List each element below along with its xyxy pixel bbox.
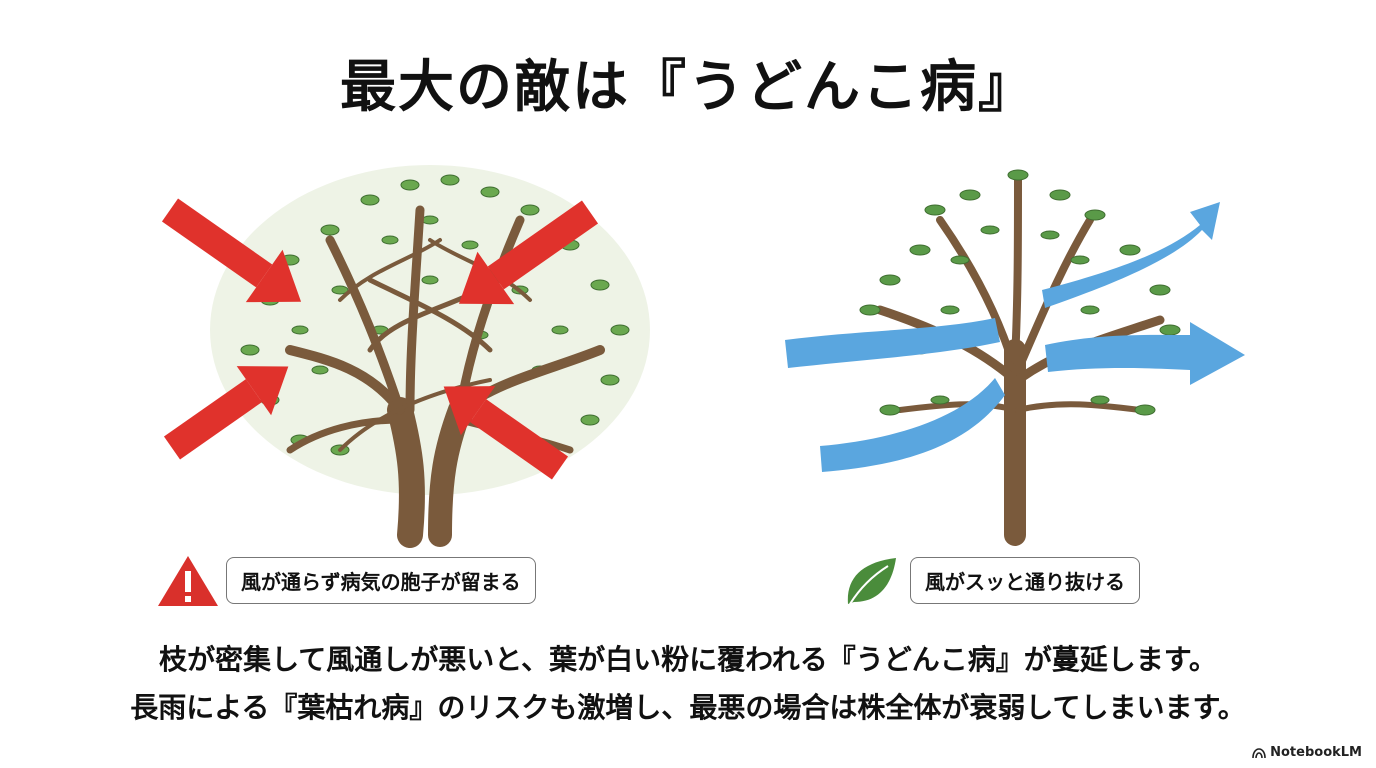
dense-tree-illustration bbox=[140, 150, 700, 550]
dense-tree-trunk bbox=[285, 205, 605, 548]
left-caption-row: 風が通らず病気の胞子が留まる bbox=[156, 552, 536, 608]
explanation-text: 枝が密集して風通しが悪いと、葉が白い粉に覆われる『うどんこ病』が蔓延します。 長… bbox=[0, 636, 1376, 732]
leaf-icon bbox=[847, 558, 896, 605]
brand-label: NotebookLM bbox=[1270, 745, 1362, 760]
right-caption: 風がスッと通り抜ける bbox=[910, 556, 1140, 604]
blue-wind-arrows bbox=[785, 202, 1245, 472]
open-tree-illustration bbox=[760, 150, 1320, 550]
right-caption-row: 風がスッと通り抜ける bbox=[840, 552, 1140, 608]
brand-watermark: NotebookLM bbox=[1252, 745, 1362, 760]
warning-icon bbox=[158, 556, 218, 606]
left-caption: 風が通らず病気の胞子が留まる bbox=[226, 556, 536, 604]
page-title: 最大の敵は『うどんこ病』 bbox=[340, 54, 1036, 120]
explanation-line-1: 枝が密集して風通しが悪いと、葉が白い粉に覆われる『うどんこ病』が蔓延します。 bbox=[159, 643, 1217, 676]
explanation-line-2: 長雨による『葉枯れ病』のリスクも激増し、最悪の場合は株全体が衰弱してしまいます。 bbox=[130, 691, 1246, 724]
red-arrows-inward bbox=[161, 198, 599, 480]
notebooklm-logo-icon bbox=[1252, 747, 1266, 758]
